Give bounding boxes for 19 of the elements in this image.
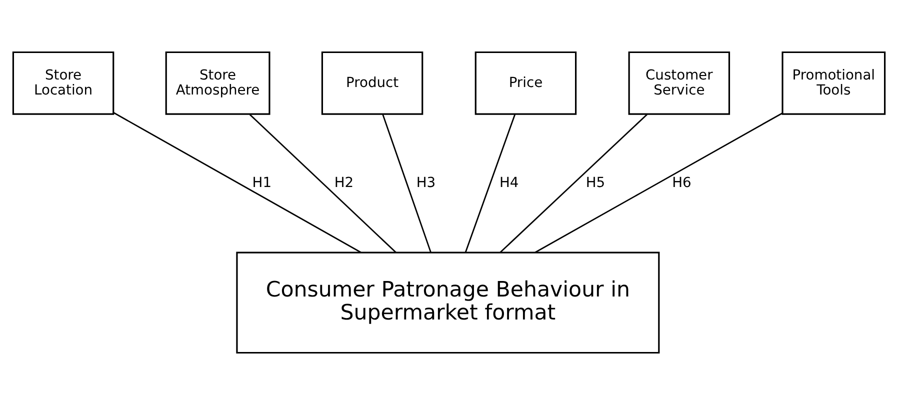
node-box: Consumer Patronage Behaviour in Supermarket format — [236, 251, 660, 354]
edge-label: H2 — [334, 174, 354, 190]
connector — [464, 114, 516, 252]
node-box: Product — [321, 50, 424, 114]
connector — [249, 113, 396, 252]
edge-label: H1 — [252, 174, 272, 190]
edge-label: H4 — [500, 174, 519, 190]
node-box: Store Atmosphere — [165, 50, 270, 114]
node-box: Store Location — [12, 50, 114, 114]
node-box: Price — [474, 50, 577, 114]
connector — [500, 113, 648, 252]
edge-label: H3 — [416, 174, 436, 190]
edge-label: H6 — [672, 174, 692, 190]
connector — [534, 112, 783, 252]
edge-label: H5 — [586, 174, 606, 190]
connector — [113, 112, 362, 252]
node-box: Customer Service — [628, 50, 730, 114]
connector — [382, 114, 432, 252]
node-box: Promotional Tools — [782, 50, 886, 114]
